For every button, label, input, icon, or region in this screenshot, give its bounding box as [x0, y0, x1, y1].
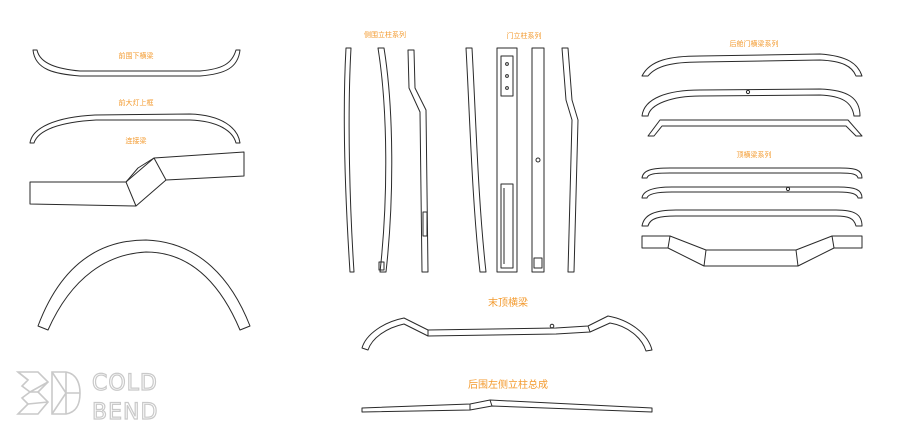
rear-door-beam-part-2	[641, 88, 861, 117]
rear-left-pillar-assembly-part	[361, 399, 653, 413]
roof-beam-part-3	[641, 209, 863, 227]
connecting-beam-part	[29, 151, 245, 207]
label-roof-beam-series: 顶横梁系列	[737, 150, 772, 159]
rear-door-beam-part-3	[647, 119, 863, 137]
front-lower-beam-part	[32, 49, 241, 77]
label-door-pillar-series: 门立柱系列	[507, 31, 542, 40]
label-front-lower-beam: 前围下横梁	[119, 51, 154, 60]
roof-beam-part-2	[641, 186, 863, 199]
door-pillar-part-2	[496, 47, 518, 273]
3d-logo-mark	[15, 371, 81, 415]
logo-text-cold: COLD	[92, 371, 158, 396]
label-side-pillar-series: 侧围立柱系列	[364, 30, 406, 39]
label-rear-left-pillar-assembly: 后围左侧立柱总成	[468, 378, 548, 391]
label-connecting-beam: 连接梁	[126, 136, 147, 145]
label-end-roof-beam: 末顶横梁	[488, 296, 528, 309]
label-headlamp-frame: 前大灯上框	[119, 98, 154, 107]
side-pillar-part-2	[377, 47, 393, 273]
rear-door-beam-part-1	[641, 53, 863, 77]
side-pillar-part-1	[343, 47, 355, 273]
door-pillar-part-3	[531, 47, 545, 273]
large-arch-part	[37, 239, 251, 331]
label-rear-door-beam-series: 后舱门横梁系列	[730, 39, 779, 48]
door-pillar-part-1	[465, 47, 487, 273]
headlamp-frame-part	[29, 113, 241, 144]
side-pillar-part-3	[407, 49, 429, 273]
cold-bend-logo: COLD BEND	[15, 370, 158, 426]
roof-beam-part-1	[641, 167, 863, 179]
end-roof-beam-part	[361, 315, 653, 352]
roof-beam-part-4	[641, 235, 863, 267]
door-pillar-part-4	[561, 47, 579, 273]
logo-text-bend: BEND	[92, 400, 158, 425]
